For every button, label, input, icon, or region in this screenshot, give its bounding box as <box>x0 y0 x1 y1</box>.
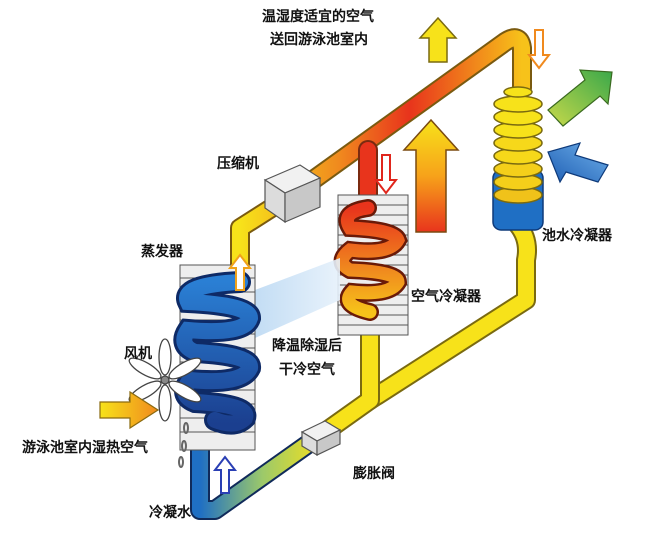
flow-arrow-down-red-icon <box>373 154 399 195</box>
pool-water-out-arrow-icon <box>547 69 613 127</box>
dehumidified-label-line1: 降温除湿后 <box>272 337 342 354</box>
humid-air-label: 游泳池室内湿热空气 <box>22 439 148 456</box>
fan-label: 风机 <box>124 345 152 362</box>
evaporator-label: 蒸发器 <box>141 243 184 260</box>
warm-air-up-arrow-icon <box>402 118 460 233</box>
air-condenser-label: 空气冷凝器 <box>411 288 482 305</box>
humid-air-in-arrow-icon <box>99 390 160 430</box>
condensate-drops <box>178 422 189 468</box>
return-air-label-line1: 温湿度适宜的空气 <box>262 8 374 25</box>
dehumidified-label-line2: 干冷空气 <box>279 361 335 378</box>
pool-condenser-label: 池水冷凝器 <box>542 227 613 244</box>
return-air-arrow-icon <box>418 16 458 63</box>
condensate-label: 冷凝水 <box>149 504 192 521</box>
expansion-valve <box>300 420 342 457</box>
evaporator-coil <box>173 271 262 435</box>
return-air-label-line2: 送回游泳池室内 <box>269 31 368 48</box>
air-condenser-coil <box>333 199 408 321</box>
compressor <box>263 164 322 224</box>
compressor-label: 压缩机 <box>217 155 259 172</box>
flow-arrow-up-yellow-icon <box>227 253 253 291</box>
expansion-valve-label: 膨胀阀 <box>353 465 395 482</box>
labels: 温湿度适宜的空气 送回游泳池室内 压缩机 蒸发器 空气冷凝器 池水冷凝器 风机 … <box>22 8 613 521</box>
dry-air-flow <box>255 258 340 338</box>
flow-arrow-down-orange-icon <box>526 29 552 70</box>
flow-arrow-up-blue-icon <box>212 455 238 494</box>
pool-water-in-arrow-icon <box>547 142 609 184</box>
pool-water-condenser <box>492 86 544 231</box>
